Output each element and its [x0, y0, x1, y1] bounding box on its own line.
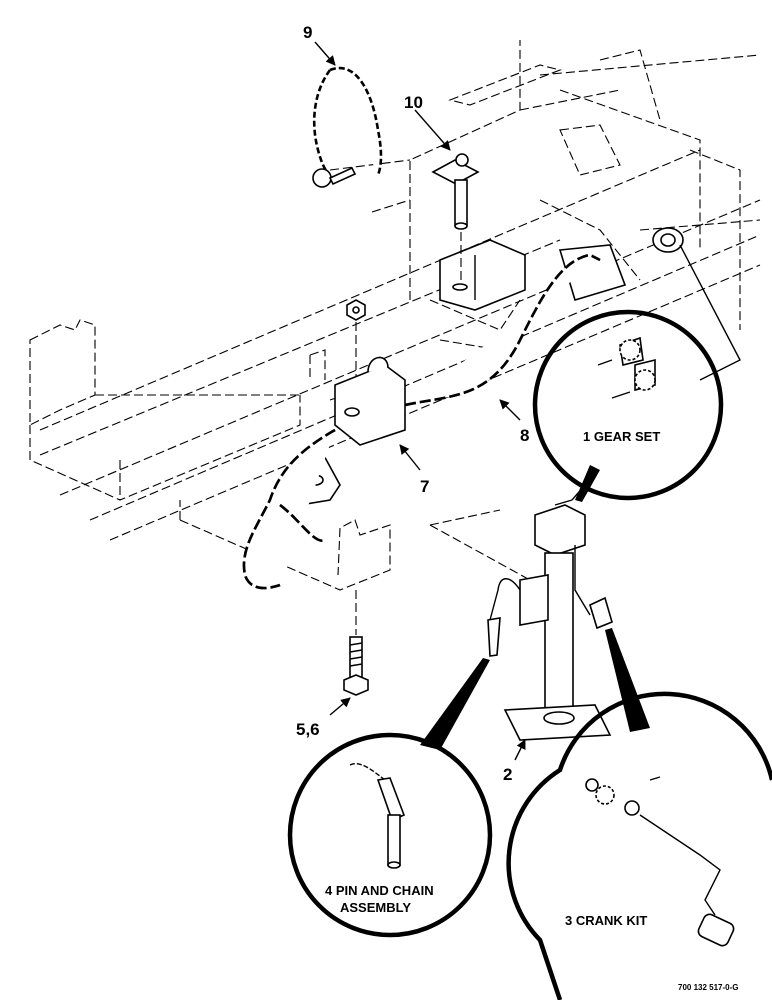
detail-gear-set	[532, 309, 724, 501]
part-8-safety-chain	[242, 253, 601, 590]
mount-bracket	[439, 239, 627, 311]
gear-icon	[597, 336, 656, 399]
callout-7: 7	[420, 477, 429, 496]
callout-8: 8	[520, 426, 529, 445]
callout-10: 10	[404, 93, 423, 112]
label-crank-kit: 3 CRANK KIT	[565, 913, 647, 928]
drawing-number: 700 132 517-0-G	[678, 983, 739, 992]
part-10-lock-pin	[431, 153, 480, 291]
part-2-jack	[487, 504, 613, 741]
detail-pin-and-chain	[287, 732, 493, 938]
label-gear-set: 1 GEAR SET	[583, 429, 660, 444]
pin-icon	[349, 763, 406, 869]
trailer-frame	[29, 40, 761, 591]
label-assembly: ASSEMBLY	[340, 900, 411, 915]
callout-2: 2	[503, 765, 512, 784]
callout-5-6: 5,6	[296, 720, 320, 739]
detail-crank-kit	[506, 691, 772, 1000]
callout-9: 9	[303, 23, 312, 42]
label-pin-and-chain: 4 PIN AND CHAIN	[325, 883, 434, 898]
crank-icon	[585, 776, 735, 947]
gear-mount	[652, 227, 684, 253]
nut-and-bolt	[343, 299, 369, 696]
part-9-chain-pin	[312, 66, 383, 188]
detail-wedges	[420, 465, 650, 750]
